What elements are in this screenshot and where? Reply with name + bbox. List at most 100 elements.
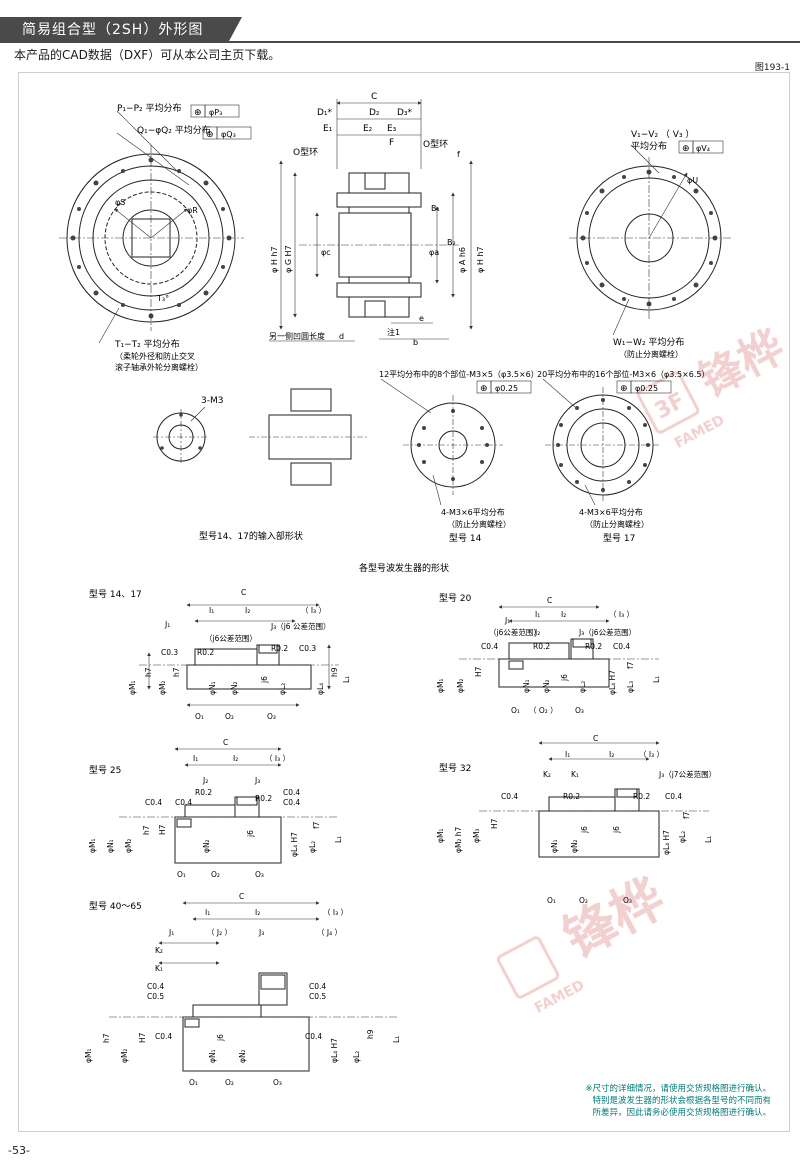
- wg25-l4: φL₄ H7: [290, 832, 299, 857]
- wg40-c05a: C0.5: [147, 992, 164, 1001]
- wg14-h7a: h7: [144, 667, 153, 677]
- wg14-profile: [139, 603, 339, 707]
- wg40-c04a: C0.4: [147, 982, 164, 991]
- model14-tol-symbol: ⊕: [480, 384, 488, 394]
- wg25-o1: O₁: [177, 870, 186, 879]
- wg14-c: C: [241, 588, 246, 597]
- wg25-profile: [119, 747, 339, 864]
- wg32-i3: （ I₃ ）: [639, 750, 664, 759]
- model14-bottom: 4-M3×6平均分布: [441, 507, 505, 517]
- wg14-h9: h9: [330, 667, 339, 677]
- right-note-v: V₁−V₂ （ V₃ ）: [631, 129, 694, 140]
- wg20-r02a: R0.2: [533, 642, 550, 651]
- wg40-i2: I₂: [255, 908, 260, 917]
- wg20-l4: φL₄ H7: [608, 670, 617, 695]
- left-note-p: P₁−P₂ 平均分布: [117, 102, 181, 114]
- wg20-i3: （ I₃ ）: [609, 610, 634, 619]
- wg32-profile: [479, 741, 709, 858]
- wg40-m2: φM₂: [120, 1049, 129, 1063]
- wg32-label: 型号 32: [439, 763, 471, 774]
- wg32-o1: O₁: [547, 896, 556, 905]
- sec-oring-2: O型环: [423, 139, 448, 150]
- watermark: 3F 锋桦 FAMED 锋桦 FAMED: [496, 321, 792, 1017]
- sec-e3: E₃: [387, 124, 397, 134]
- wg40-profile: [109, 901, 399, 1072]
- wg40-j1: J₁: [168, 928, 174, 937]
- right-u-label: φU: [687, 176, 698, 185]
- wg14-label: 型号 14、17: [89, 589, 142, 600]
- sec-other-side: 另一侧凹圆长度: [269, 331, 325, 341]
- wg32-k2: K₂: [543, 770, 551, 779]
- wg14-j1: J₁: [164, 620, 170, 629]
- wg25-j3: J₃: [254, 776, 260, 785]
- wg20-f7: f7: [626, 661, 635, 669]
- sec-g-h7: φ G H7: [284, 245, 293, 273]
- model17-tol-symbol: ⊕: [620, 384, 628, 394]
- wg20-j1: J₁: [504, 616, 510, 625]
- page-number: -53-: [8, 1144, 30, 1157]
- wg40-l4: φL₄ H7: [330, 1038, 339, 1063]
- wg20-j2: J₂: [534, 628, 540, 637]
- sec-phi-a: φa: [429, 248, 439, 257]
- wg20-label: 型号 20: [439, 593, 472, 604]
- right-tol-value: φV₄: [696, 144, 710, 153]
- sec-c: C: [371, 92, 377, 102]
- wg32-r02a: R0.2: [563, 792, 580, 801]
- wg20-m1: φM₁: [436, 679, 445, 693]
- wg32-n1: φN₁: [550, 839, 559, 853]
- wg14-c03a: C0.3: [161, 648, 178, 657]
- wg14-i3: （ I₃ ）: [301, 606, 326, 615]
- wg20-i1: I₁: [535, 610, 540, 619]
- wg20-h7: H7: [474, 666, 483, 677]
- wg25-c: C: [223, 738, 228, 747]
- wg14-r02a: R0.2: [197, 648, 214, 657]
- wg14-j3: J₃（j6 公差范围）: [270, 621, 330, 631]
- wg25-r02b: R0.2: [255, 794, 272, 803]
- wg40-n2: φN₂: [238, 1049, 247, 1063]
- wg25-m1: φM₁: [88, 839, 97, 853]
- wg20-n2: φN₂: [542, 679, 551, 693]
- wg20-i2: I₂: [561, 610, 566, 619]
- input-shape-view: [153, 388, 369, 486]
- wg25-c04d: C0.4: [283, 798, 300, 807]
- wg14-n1: φN₁: [208, 681, 217, 695]
- wg14-r02b: R0.2: [271, 644, 288, 653]
- wg20-o2: （ O₂ ）: [529, 706, 558, 715]
- model14-view: [380, 378, 503, 506]
- left-tol-p-value: φP₃: [209, 108, 222, 117]
- wg40-i1: I₁: [205, 908, 210, 917]
- wg40-j2: （ J₂ ）: [207, 928, 232, 937]
- sec-d: d: [339, 332, 344, 341]
- wg32-c04b: C0.4: [665, 792, 682, 801]
- wg40-c04b: C0.4: [309, 982, 326, 991]
- wg14-l4: φL₄: [316, 683, 325, 695]
- wg25-l1: L₁: [334, 836, 343, 843]
- wg20-n1: φN₁: [522, 679, 531, 693]
- center-section-view: [269, 99, 473, 342]
- watermark-brand: 锋桦: [691, 321, 789, 407]
- sec-h-h7b: φ H h7: [476, 246, 485, 273]
- wg25-i2: I₂: [233, 754, 238, 763]
- wg40-j4: （ J₄ ）: [317, 928, 342, 937]
- sec-b: b: [413, 338, 418, 347]
- wg25-h7b: H7: [158, 824, 167, 835]
- wg32-i1: I₁: [565, 750, 570, 759]
- page-subtitle: 本产品的CAD数据（DXF）可从本公司主页下载。: [14, 48, 281, 62]
- wg25-o3: O₃: [255, 870, 264, 879]
- wg32-m1: φM₁: [436, 829, 445, 843]
- wave-generator-title: 各型号波发生器的形状: [359, 562, 449, 574]
- wg25-h7: h7: [142, 825, 151, 835]
- wg40-c: C: [239, 892, 244, 901]
- wg14-o1: O₁: [195, 712, 204, 721]
- wg20-l1: L₁: [652, 676, 661, 683]
- wg40-h7b: H7: [138, 1032, 147, 1043]
- wg14-m2: φM₂: [158, 681, 167, 695]
- wg25-c04b: C0.4: [175, 798, 192, 807]
- wg14-o2: O₂: [225, 712, 234, 721]
- wg40-j3: J₃: [258, 928, 264, 937]
- wg25-i3: （ I₃ ）: [265, 754, 290, 763]
- wg14-o3: O₃: [267, 712, 276, 721]
- wg32-o3: O₃: [623, 896, 632, 905]
- wg14-j6: j6: [260, 676, 269, 684]
- right-bottom-note: W₁−W₂ 平均分布: [613, 336, 684, 348]
